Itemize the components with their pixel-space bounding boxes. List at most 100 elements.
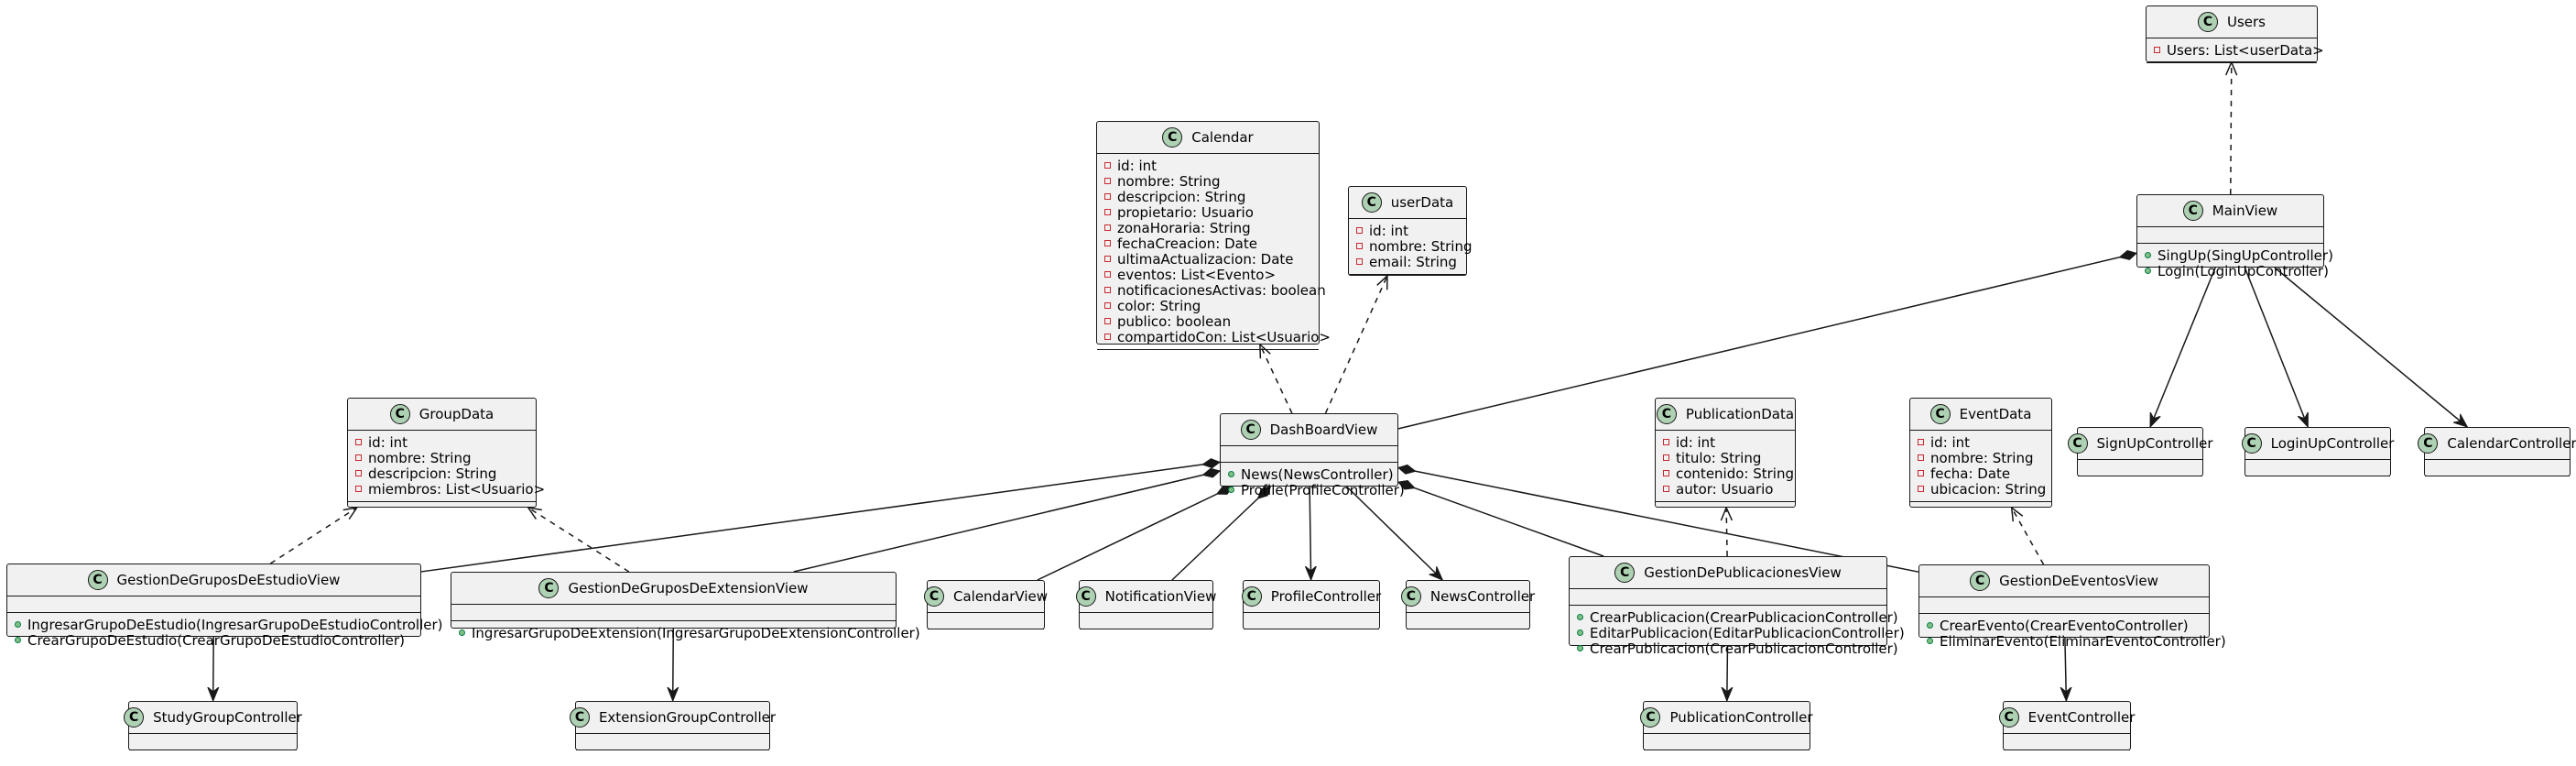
class-stereotype-icon: C <box>1614 563 1636 583</box>
attribute-text: zonaHoraria: String <box>1117 219 1251 236</box>
method-text: CrearPublicacion(CrearPublicacionControl… <box>1590 640 1898 657</box>
class-stereotype-icon: C <box>1075 586 1096 607</box>
method-row: Profile(ProfileController) <box>1228 482 1405 498</box>
method-row: EditarPublicacion(EditarPublicacionContr… <box>1577 625 1905 641</box>
class-name: GestionDePublicacionesView <box>1644 564 1842 581</box>
method-row: IngresarGrupoDeExtension(IngresarGrupoDe… <box>459 625 920 641</box>
method-text: News(NewsController) <box>1241 465 1394 483</box>
class-stereotype-icon: C <box>87 570 108 590</box>
public-visibility-icon <box>15 621 21 628</box>
attribute-row: eventos: List<Evento> <box>1104 266 1311 283</box>
methods-section: IngresarGrupoDeExtension(IngresarGrupoDe… <box>451 621 920 645</box>
attribute-row: notificacionesActivas: boolean <box>1104 282 1326 299</box>
attribute-text: propietario: Usuario <box>1117 203 1254 221</box>
private-visibility-icon <box>1663 439 1669 445</box>
association-edge-main-view-to-sign-up-controller <box>2149 267 2216 427</box>
methods-section <box>2078 476 2202 492</box>
class-stereotype-icon: C <box>2197 12 2218 32</box>
methods-section <box>928 629 1044 645</box>
attribute-row: Users: List<userData> <box>2154 42 2324 59</box>
composition-edge-dash-board-view-to-notification-view <box>1171 487 1270 581</box>
attribute-row: fecha: Date <box>1918 465 2044 482</box>
attribute-text: nombre: String <box>368 449 472 466</box>
private-visibility-icon <box>1104 193 1111 200</box>
private-visibility-icon <box>1918 439 1924 445</box>
attribute-text: descripcion: String <box>1117 188 1246 205</box>
method-row: Login(LoginUpController) <box>2145 263 2329 279</box>
class-stereotype-icon: C <box>538 578 560 598</box>
methods-section <box>1349 275 1466 290</box>
method-text: CrearPublicacion(CrearPublicacionControl… <box>1590 608 1898 626</box>
methods-section <box>1644 750 1810 766</box>
class-stereotype-icon: C <box>569 707 590 728</box>
attribute-row: id: int <box>355 434 528 451</box>
attribute-text: fecha: Date <box>1930 465 2011 482</box>
class-name: GestionDeEventosView <box>1999 573 2158 589</box>
public-visibility-icon <box>1228 471 1234 477</box>
attribute-text: eventos: List<Evento> <box>1117 266 1277 283</box>
class-stereotype-icon: C <box>124 707 145 728</box>
class-stereotype-icon: C <box>2418 433 2439 454</box>
attributes-section <box>1221 446 1397 463</box>
attribute-row: autor: Usuario <box>1663 481 1788 498</box>
composition-edge-dash-board-view-to-gestion-de-grupos-de-estudio-view <box>420 462 1220 573</box>
attributes-section <box>928 613 1044 629</box>
private-visibility-icon <box>1104 318 1111 324</box>
private-visibility-icon <box>1663 470 1669 476</box>
association-edge-gestion-de-publicaciones-view-to-publication-controller <box>1727 645 1728 701</box>
private-visibility-icon <box>1663 486 1669 492</box>
attribute-row: contenido: String <box>1663 465 1794 482</box>
class-stereotype-icon: C <box>1241 586 1262 607</box>
methods-section <box>1097 350 1319 366</box>
composition-edge-dash-board-view-to-calendar-view <box>1037 487 1233 581</box>
attribute-row: descripcion: String <box>1104 188 1311 205</box>
methods-section <box>2004 750 2130 766</box>
methods-section <box>348 502 536 518</box>
public-visibility-icon <box>459 629 465 636</box>
attribute-text: id: int <box>1117 157 1158 174</box>
methods-section: IngresarGrupoDeEstudio(IngresarGrupoDeEs… <box>7 613 443 652</box>
dependency-edge-gestion-de-grupos-de-estudio-view-to-group-data <box>269 508 356 564</box>
methods-section <box>1407 629 1529 645</box>
dependency-edge-dash-board-view-to-user-data <box>1324 276 1386 414</box>
class-name: userData <box>1390 194 1454 211</box>
dependency-edge-gestion-de-publicaciones-view-to-publication-data <box>1726 508 1727 557</box>
method-text: IngresarGrupoDeEstudio(IngresarGrupoDeEs… <box>27 616 443 633</box>
